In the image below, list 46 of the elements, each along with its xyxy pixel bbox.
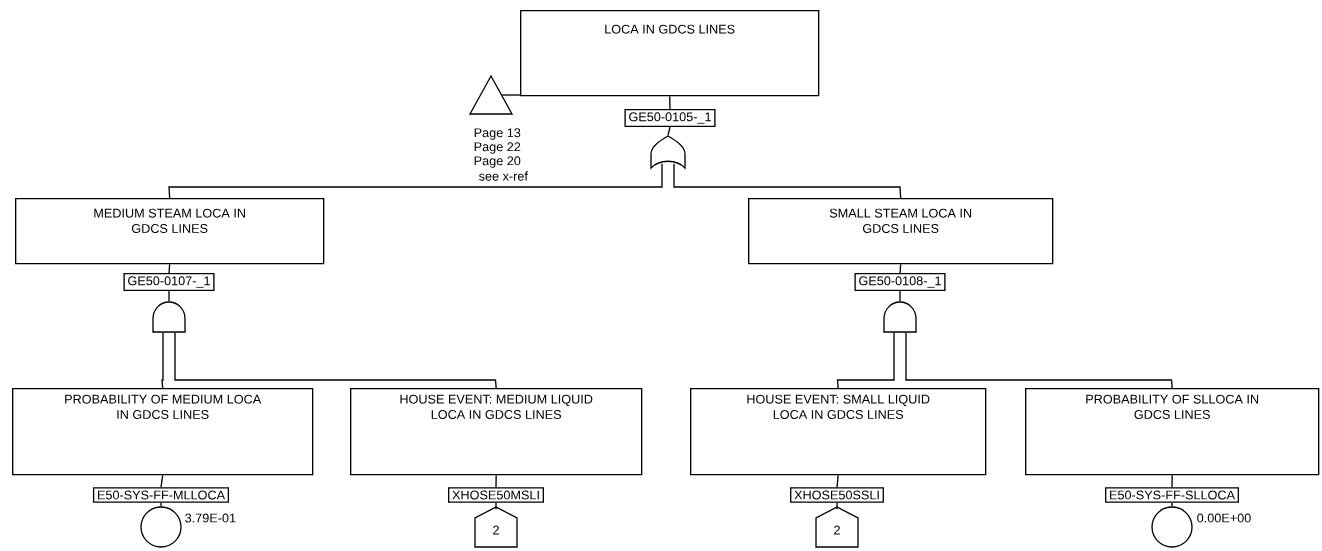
- connector-line: [1171, 502, 1173, 507]
- event-id-box: GE50-0105-_1: [624, 109, 716, 127]
- connector-line: [168, 163, 663, 199]
- event-box: HOUSE EVENT: MEDIUM LIQUID LOCA IN GDCS LINES: [350, 388, 643, 476]
- basic-event-circle: [1151, 506, 1193, 548]
- event-box: SMALL STEAM LOCA IN GDCS LINES: [748, 198, 1054, 265]
- probability-value: 0.00E+00: [1197, 513, 1251, 523]
- connector-line: [495, 474, 497, 488]
- connector-line: [899, 263, 902, 274]
- connector-line: [836, 474, 839, 488]
- event-box: PROBABILITY OF SLLOCA IN GDCS LINES: [1025, 388, 1320, 476]
- connector-line: [673, 163, 902, 199]
- connector-line: [501, 94, 521, 96]
- event-id-box: GE50-0108-_1: [854, 273, 946, 291]
- and-gate: [152, 301, 186, 333]
- page-reference: Page 22: [474, 142, 521, 154]
- connector-line: [836, 502, 838, 510]
- event-id-box: XHOSE50MSLI: [448, 487, 544, 503]
- connector-line: [836, 332, 895, 389]
- and-gate: [883, 301, 917, 333]
- connector-line: [174, 332, 497, 389]
- event-box: HOUSE EVENT: SMALL LIQUID LOCA IN GDCS LINES: [690, 388, 987, 476]
- connector-line: [669, 95, 671, 110]
- event-id-box: E50-SYS-FF-SLLOCA: [1105, 487, 1239, 503]
- connector-line: [161, 332, 164, 389]
- page-reference: see x-ref: [479, 171, 528, 181]
- event-box: MEDIUM STEAM LOCA IN GDCS LINES: [15, 198, 325, 265]
- or-gate: [650, 135, 686, 169]
- connector-line: [168, 290, 170, 302]
- connector-line: [667, 126, 671, 136]
- connector-line: [1171, 474, 1173, 488]
- basic-event-circle: [140, 506, 182, 548]
- probability-value: 3.79E-01: [185, 513, 236, 523]
- connector-line: [905, 332, 1173, 389]
- event-id-box: E50-SYS-FF-MLLOCA: [92, 487, 230, 503]
- connector-line: [160, 474, 164, 488]
- event-id-box: XHOSE50SSLI: [790, 487, 884, 503]
- page-reference: Page 13: [474, 128, 521, 140]
- page-reference: Page 20: [474, 156, 521, 168]
- event-box: PROBABILITY OF MEDIUM LOCA IN GDCS LINES: [12, 388, 314, 476]
- connector-line: [168, 263, 171, 274]
- event-id-box: GE50-0107-_1: [123, 273, 215, 291]
- connector-line: [160, 502, 162, 507]
- connector-line: [899, 290, 901, 302]
- connector-line: [495, 502, 497, 510]
- event-box: LOCA IN GDCS LINES: [520, 10, 820, 97]
